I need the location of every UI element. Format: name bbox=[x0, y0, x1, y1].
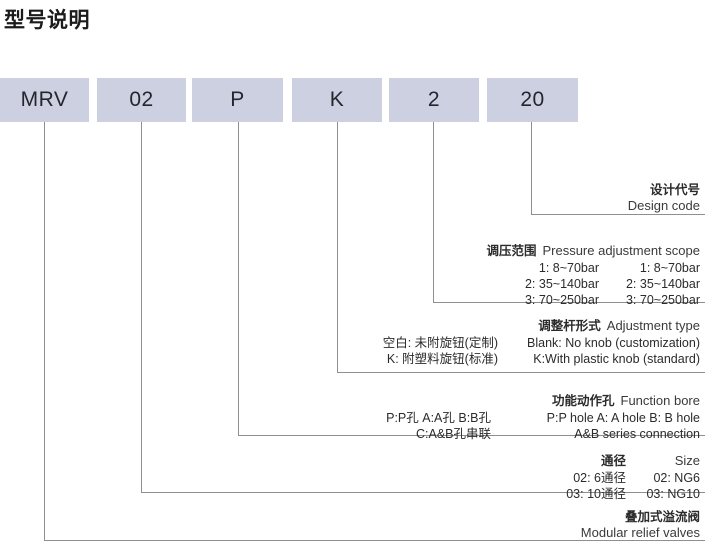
code-box-function-bore: P bbox=[192, 78, 283, 122]
size-heading: 通径 Size bbox=[533, 453, 700, 470]
pressure-scope-row: 3: 70~250bar 3: 70~250bar bbox=[431, 292, 700, 308]
size-row-en: 03: NG10 bbox=[646, 487, 700, 502]
leader-line-pressure-scope-vertical bbox=[433, 122, 434, 302]
pressure-scope-row-cn: 3: 70~250bar bbox=[524, 293, 599, 308]
function-bore-row: C:A&B孔串联 A&B series connection bbox=[385, 426, 700, 442]
function-bore-row: P:P孔 A:A孔 B:B孔 P:P hole A: A hole B: B h… bbox=[385, 410, 700, 426]
leader-line-size-horizontal bbox=[141, 492, 705, 493]
function-bore-row-en: P:P hole A: A hole B: B hole bbox=[546, 410, 700, 425]
size-title-en: Size bbox=[674, 453, 700, 468]
design-code-title-en: Design code bbox=[627, 198, 700, 214]
pressure-scope-row-en: 2: 35~140bar bbox=[625, 277, 700, 292]
adjustment-type-row-en: Blank: No knob (customization) bbox=[527, 335, 700, 350]
pressure-scope-row-en: 1: 8~70bar bbox=[639, 260, 700, 275]
pressure-scope-row-cn: 1: 8~70bar bbox=[538, 260, 599, 275]
adjustment-type-title-cn: 调整杆形式 bbox=[538, 319, 601, 333]
annotation-adjustment-type: 调整杆形式 Adjustment type 空白: 未附旋钮(定制) Blank… bbox=[363, 318, 700, 367]
size-row-cn: 03: 10通径 bbox=[566, 487, 626, 502]
leader-line-product-horizontal bbox=[44, 540, 705, 541]
size-row-en: 02: NG6 bbox=[653, 470, 700, 485]
leader-line-design-code-horizontal bbox=[531, 214, 705, 215]
function-bore-row-cn: P:P孔 A:A孔 B:B孔 bbox=[386, 410, 491, 425]
function-bore-title-cn: 功能动作孔 bbox=[551, 394, 615, 408]
size-title-cn: 通径 bbox=[600, 454, 626, 468]
adjustment-type-row-en: K:With plastic knob (standard) bbox=[533, 352, 700, 367]
code-box-design-code: 20 bbox=[487, 78, 578, 122]
code-box-adjustment-type: K bbox=[292, 78, 382, 122]
leader-line-pressure-scope-horizontal bbox=[433, 302, 705, 303]
code-box-pressure-scope: 2 bbox=[389, 78, 479, 122]
size-row-cn: 02: 6通径 bbox=[573, 470, 626, 485]
size-row: 03: 10通径 03: NG10 bbox=[533, 486, 700, 502]
function-bore-row-en: A&B series connection bbox=[574, 427, 700, 442]
page-title: 型号说明 bbox=[4, 9, 90, 32]
design-code-title-cn: 设计代号 bbox=[649, 183, 700, 197]
product-title-cn: 叠加式溢流阀 bbox=[624, 510, 700, 524]
leader-line-design-code-vertical bbox=[531, 122, 532, 214]
adjustment-type-heading: 调整杆形式 Adjustment type bbox=[363, 318, 700, 335]
pressure-scope-row: 2: 35~140bar 2: 35~140bar bbox=[431, 276, 700, 292]
pressure-scope-row: 1: 8~70bar 1: 8~70bar bbox=[431, 260, 700, 276]
leader-line-adjustment-type-horizontal bbox=[337, 372, 705, 373]
leader-line-adjustment-type-vertical bbox=[337, 122, 338, 372]
function-bore-title-en: Function bore bbox=[620, 393, 701, 408]
size-row: 02: 6通径 02: NG6 bbox=[533, 470, 700, 486]
leader-line-product-vertical bbox=[44, 122, 45, 540]
pressure-scope-title-cn: 调压范围 bbox=[486, 244, 537, 258]
adjustment-type-title-en: Adjustment type bbox=[606, 318, 700, 333]
annotation-function-bore: 功能动作孔 Function bore P:P孔 A:A孔 B:B孔 P:P h… bbox=[385, 393, 701, 442]
pressure-scope-title-en: Pressure adjustment scope bbox=[542, 243, 700, 258]
leader-line-function-bore-vertical bbox=[238, 122, 239, 435]
pressure-scope-heading: 调压范围 Pressure adjustment scope bbox=[431, 243, 700, 260]
product-title-en: Modular relief valves bbox=[580, 525, 700, 541]
leader-line-function-bore-horizontal bbox=[238, 435, 705, 436]
adjustment-type-row-cn: K: 附塑料旋钮(标准) bbox=[386, 352, 498, 367]
annotation-product: 叠加式溢流阀 Modular relief valves bbox=[581, 509, 700, 542]
annotation-size: 通径 Size 02: 6通径 02: NG6 03: 10通径 03: NG1… bbox=[533, 453, 700, 502]
annotation-pressure-scope: 调压范围 Pressure adjustment scope 1: 8~70ba… bbox=[431, 243, 700, 309]
function-bore-row-cn: C:A&B孔串联 bbox=[415, 427, 491, 442]
adjustment-type-row: K: 附塑料旋钮(标准) K:With plastic knob (standa… bbox=[363, 351, 700, 367]
code-box-prefix: MRV bbox=[0, 78, 89, 122]
pressure-scope-row-cn: 2: 35~140bar bbox=[524, 277, 599, 292]
pressure-scope-row-en: 3: 70~250bar bbox=[625, 293, 700, 308]
annotation-design-code: 设计代号 Design code bbox=[628, 182, 700, 215]
leader-line-size-vertical bbox=[141, 122, 142, 492]
adjustment-type-row-cn: 空白: 未附旋钮(定制) bbox=[382, 335, 498, 350]
function-bore-heading: 功能动作孔 Function bore bbox=[385, 393, 701, 410]
code-box-size: 02 bbox=[97, 78, 186, 122]
adjustment-type-row: 空白: 未附旋钮(定制) Blank: No knob (customizati… bbox=[363, 335, 700, 351]
